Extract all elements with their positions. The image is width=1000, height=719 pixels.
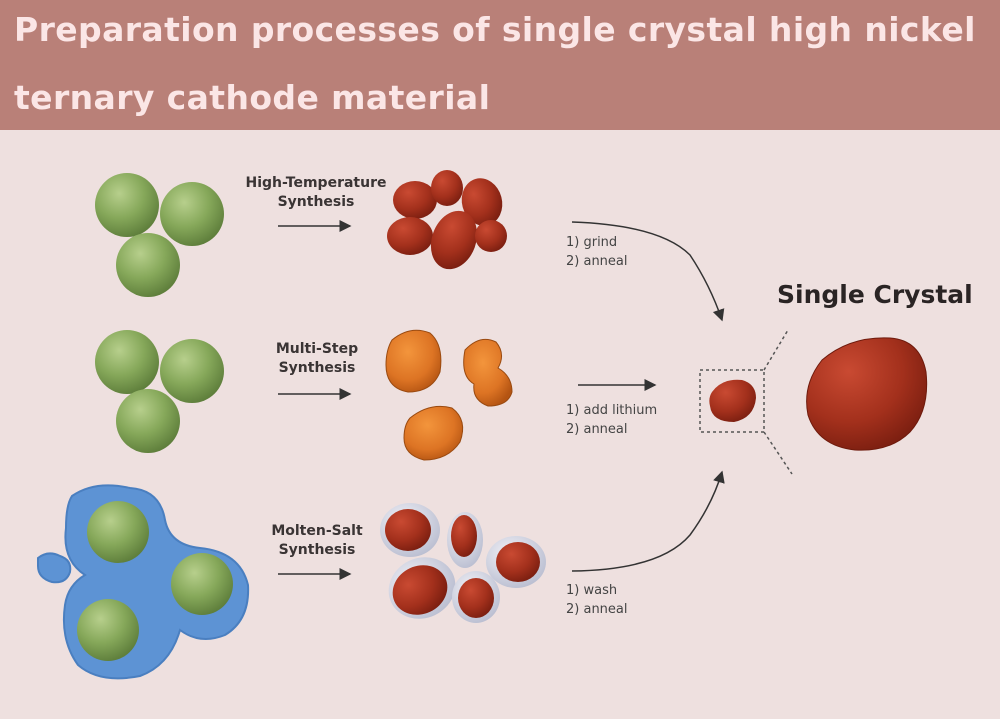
method-line1: Molten-Salt xyxy=(271,523,363,539)
step-item: 2) anneal xyxy=(566,422,628,437)
product-red-agglomerate xyxy=(387,170,507,270)
method-line1: Multi-Step xyxy=(275,341,359,357)
method-label-multi-step: Multi-Step Synthesis xyxy=(262,340,372,378)
precursor-green-spheres-2 xyxy=(95,330,224,453)
step-item: 2) anneal xyxy=(566,602,628,617)
steps-route-1: 1) grind 2) anneal xyxy=(566,233,628,271)
single-crystal-title: Single Crystal xyxy=(777,280,973,309)
zoom-box xyxy=(699,369,765,433)
title-line-1: Preparation processes of single crystal … xyxy=(14,10,976,49)
diagram-area: High-Temperature Synthesis Multi-Step Sy… xyxy=(0,130,1000,719)
product-orange-particles xyxy=(385,329,513,461)
curved-arrow-top xyxy=(571,221,725,322)
method-label-molten-salt: Molten-Salt Synthesis xyxy=(262,522,372,560)
single-crystal-small xyxy=(699,329,793,475)
precursor-molten-salt xyxy=(37,484,250,680)
process-diagram xyxy=(37,170,928,680)
title-banner: Preparation processes of single crystal … xyxy=(0,0,1000,130)
steps-route-3: 1) wash 2) anneal xyxy=(566,581,628,619)
product-salt-coated-crystals xyxy=(380,503,546,623)
step-item: 1) grind xyxy=(566,235,618,250)
title-line-2: ternary cathode material xyxy=(14,78,491,117)
method-line1: High-Temperature xyxy=(245,175,387,191)
method-line2: Synthesis xyxy=(278,360,356,376)
method-line2: Synthesis xyxy=(278,542,356,558)
step-item: 2) anneal xyxy=(566,254,628,269)
method-label-high-temperature: High-Temperature Synthesis xyxy=(240,174,392,212)
step-item: 1) add lithium xyxy=(566,403,658,418)
precursor-green-spheres-1 xyxy=(95,173,224,297)
curved-arrow-bottom xyxy=(571,470,725,572)
method-line2: Synthesis xyxy=(277,194,355,210)
single-crystal-large xyxy=(806,337,928,451)
steps-route-2: 1) add lithium 2) anneal xyxy=(566,401,657,439)
step-item: 1) wash xyxy=(566,583,618,598)
